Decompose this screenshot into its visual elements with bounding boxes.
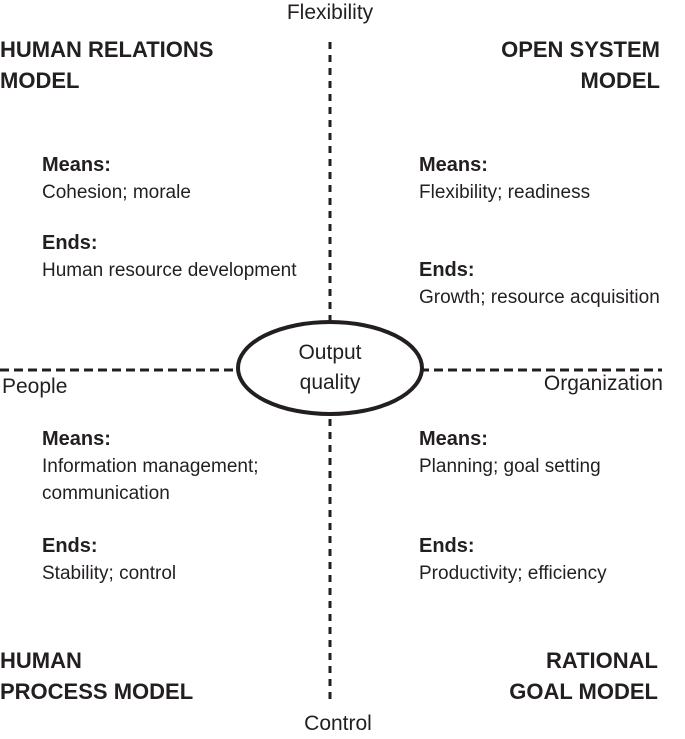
ends-text: Productivity; efficiency [419, 563, 607, 584]
means-text: Information management; communication [42, 456, 259, 504]
means-text: Planning; goal setting [419, 456, 601, 477]
means-label: Means: [419, 154, 488, 176]
axis-label-control: Control [304, 712, 372, 735]
quadrant-title-open-system-model: OPEN SYSTEM MODEL [501, 37, 660, 93]
axis-label-organization: Organization [543, 372, 663, 395]
quadrant-title-human-process-model: HUMAN PROCESS MODEL [0, 648, 194, 704]
quadrant-title-human-relations-model: HUMAN RELATIONS MODEL [0, 37, 214, 93]
means-text: Flexibility; readiness [419, 182, 591, 203]
ends-block-top-right: Ends: Growth; resource acquisition [419, 257, 660, 311]
ends-text: Stability; control [42, 563, 177, 584]
center-ellipse [236, 320, 424, 416]
means-label: Means: [42, 428, 111, 450]
axis-label-flexibility: Flexibility [286, 1, 374, 24]
ends-block-top-left: Ends: Human resource development [42, 230, 297, 284]
ends-label: Ends: [42, 535, 98, 557]
quadrant-title-rational-goal-model: RATIONAL GOAL MODEL [509, 648, 658, 704]
ends-label: Ends: [419, 259, 475, 281]
ends-label: Ends: [419, 535, 475, 557]
means-block-top-right: Means: Flexibility; readiness [419, 152, 590, 206]
means-label: Means: [419, 428, 488, 450]
axis-label-people: People [2, 375, 68, 398]
means-text: Cohesion; morale [42, 182, 191, 203]
center-ellipse-label: Output quality [298, 341, 362, 394]
ends-label: Ends: [42, 232, 98, 254]
means-block-bottom-right: Means: Planning; goal setting [419, 426, 601, 480]
ends-text: Growth; resource acquisition [419, 287, 660, 308]
means-label: Means: [42, 154, 111, 176]
ends-block-bottom-left: Ends: Stability; control [42, 533, 176, 587]
ends-text: Human resource development [42, 260, 297, 281]
means-block-top-left: Means: Cohesion; morale [42, 152, 191, 206]
means-block-bottom-left: Means: Information management; communica… [42, 426, 259, 507]
ends-block-bottom-right: Ends: Productivity; efficiency [419, 533, 607, 587]
